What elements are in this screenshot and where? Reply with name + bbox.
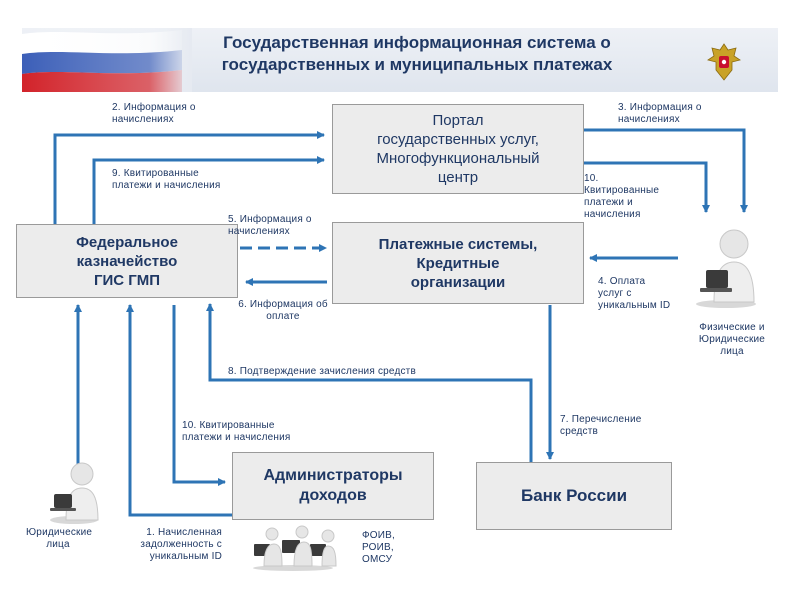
- label-accrued-debt-1: 1. Начисленная задолженность с уникальны…: [140, 527, 222, 562]
- actor-agencies-label: ФОИВ, РОИВ, ОМСУ: [362, 530, 396, 565]
- bank-box: Банк России: [476, 462, 672, 530]
- administrators-box: Администраторы доходов: [232, 452, 434, 520]
- portal-label: Портал государственных услуг, Многофункц…: [376, 112, 540, 186]
- payment-systems-label: Платежные системы, Кредитные организации: [378, 235, 538, 291]
- label-payment-4: 4. Оплата услуг с уникальным ID: [598, 276, 671, 311]
- label-info-accruals-2: 2. Информация о начислениях: [112, 102, 196, 125]
- label-reconciled-9: 9. Квитированные платежи и начисления: [112, 168, 221, 191]
- header-banner: Государственная информационная система о…: [22, 28, 778, 92]
- label-confirmation-8: 8. Подтверждение зачисления средств: [228, 366, 416, 377]
- label-reconciled-10-left: 10. Квитированные платежи и начисления: [182, 420, 291, 443]
- office-workers-icon: [248, 524, 338, 572]
- administrators-label: Администраторы доходов: [263, 467, 403, 504]
- label-payment-info-6: 6. Информация об оплате: [238, 299, 328, 322]
- coat-of-arms-icon: [704, 40, 744, 84]
- person-computer-icon: [686, 220, 766, 310]
- label-reconciled-10-right: 10. Квитированные платежи и начисления: [584, 173, 660, 220]
- legal-person-computer-icon: [38, 456, 108, 526]
- actor-legal-label: Юридические лица: [26, 527, 93, 550]
- label-info-accruals-5: 5. Информация о начислениях: [228, 214, 312, 237]
- payment-systems-box: Платежные системы, Кредитные организации: [332, 222, 584, 304]
- portal-box: Портал государственных услуг, Многофункц…: [332, 104, 584, 194]
- bank-label: Банк России: [520, 486, 628, 505]
- page-title: Государственная информационная система о…: [221, 33, 613, 74]
- treasury-box: Федеральное казначейство ГИС ГМП: [16, 224, 238, 298]
- russian-flag-image: [22, 28, 192, 92]
- actor-physical-legal-label: Физические и Юридические лица: [698, 322, 766, 357]
- label-transfer-7: 7. Перечисление средств: [560, 414, 642, 437]
- label-info-accruals-3: 3. Информация о начислениях: [618, 102, 702, 125]
- treasury-label: Федеральное казначейство ГИС ГМП: [76, 233, 178, 289]
